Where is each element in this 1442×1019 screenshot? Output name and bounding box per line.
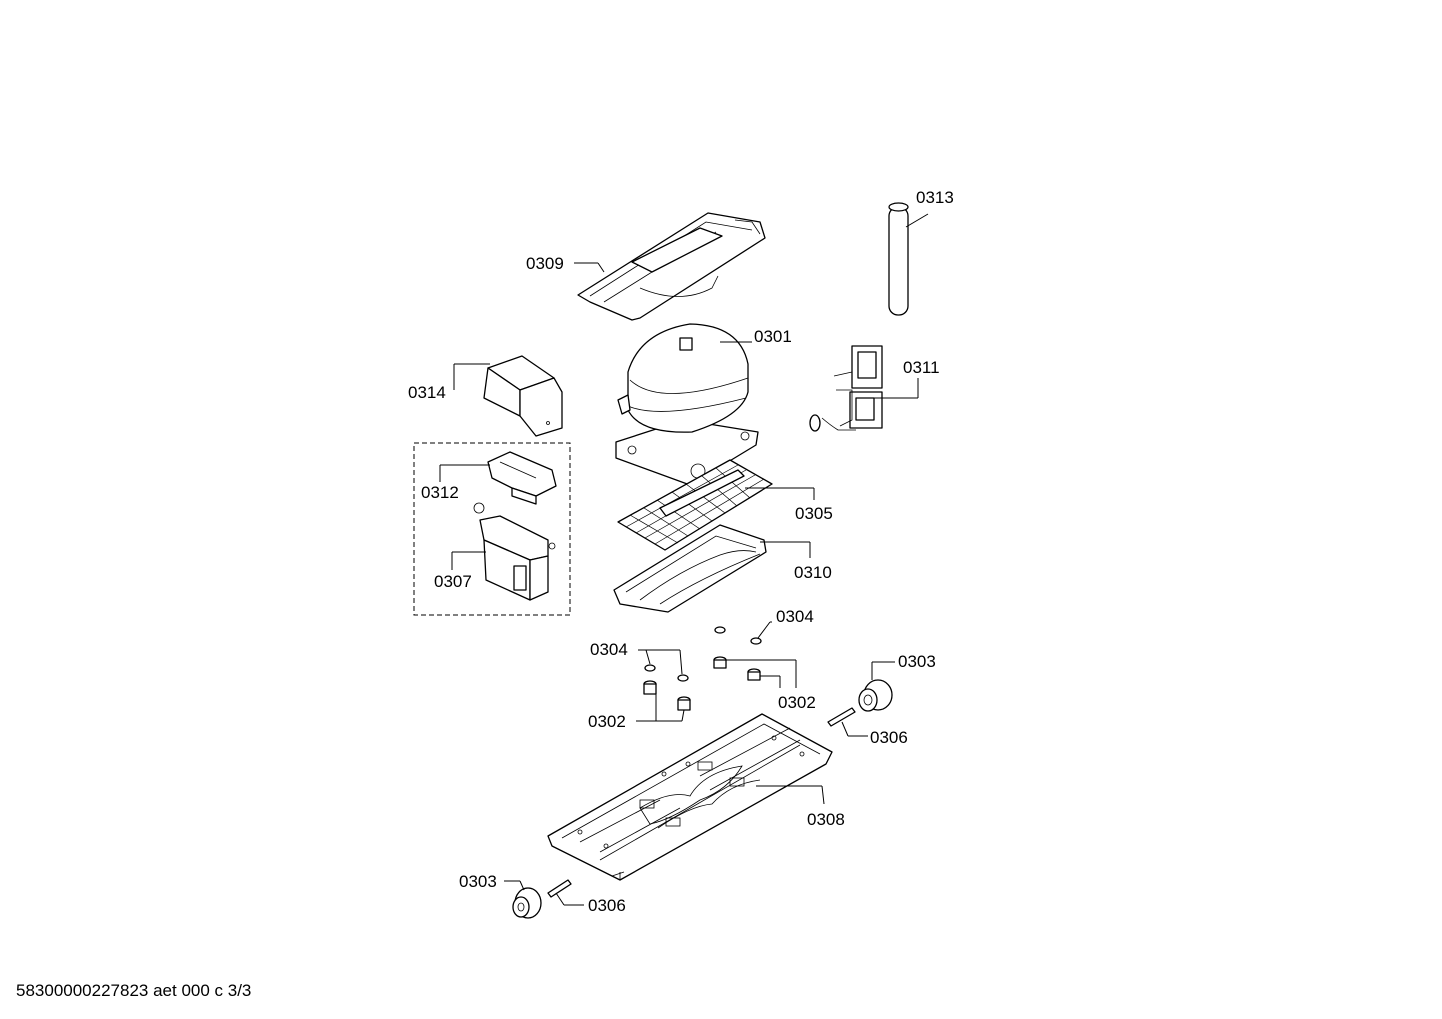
leader-0313 <box>905 213 929 228</box>
label-0309: 0309 <box>526 254 564 273</box>
part-0305-grid-mat <box>617 459 773 551</box>
part-0306-axle-left <box>547 879 572 898</box>
label-0304-right: 0304 <box>776 607 814 626</box>
label-0302-right: 0302 <box>778 693 816 712</box>
part-0308-base-plate <box>547 713 833 881</box>
part-0306-axle-right <box>827 707 856 727</box>
part-0307-electronic-module <box>473 502 556 601</box>
part-0311-relay <box>809 345 883 432</box>
label-0311: 0311 <box>903 358 940 377</box>
label-0303-right: 0303 <box>898 652 936 671</box>
part-0309-cover-tray <box>577 212 766 321</box>
label-0310: 0310 <box>794 563 832 582</box>
part-0302-grommets-left <box>643 680 691 711</box>
part-0313-tube <box>888 202 909 316</box>
part-0314-cover-box <box>483 355 563 437</box>
label-0303-left: 0303 <box>459 872 497 891</box>
label-0312: 0312 <box>421 483 459 502</box>
label-0301: 0301 <box>754 327 792 346</box>
leader-0306-left <box>555 892 565 906</box>
label-0306-right: 0306 <box>870 728 908 747</box>
part-0304-washers-left <box>644 664 689 682</box>
label-0306-left: 0306 <box>588 896 626 915</box>
assembly-group-outline <box>413 442 571 616</box>
label-0308: 0308 <box>807 810 845 829</box>
label-0302-left: 0302 <box>588 712 626 731</box>
document-code-footer: 58300000227823 aet 000 c 3/3 <box>16 981 252 1000</box>
part-0301-compressor <box>615 323 759 486</box>
label-0304-left: 0304 <box>590 640 628 659</box>
label-0305: 0305 <box>795 504 833 523</box>
part-0310-drip-tray <box>613 524 767 613</box>
leader-0304-right <box>757 621 771 639</box>
label-0314: 0314 <box>408 383 446 402</box>
part-0312-module-cover <box>487 451 557 505</box>
part-0303-wheel-right <box>858 679 893 712</box>
part-0303-wheel-left <box>512 887 542 919</box>
label-0313: 0313 <box>916 188 954 207</box>
label-0307: 0307 <box>434 572 472 591</box>
part-0304-washers-right <box>714 626 762 645</box>
leader-0306-right <box>841 721 849 737</box>
